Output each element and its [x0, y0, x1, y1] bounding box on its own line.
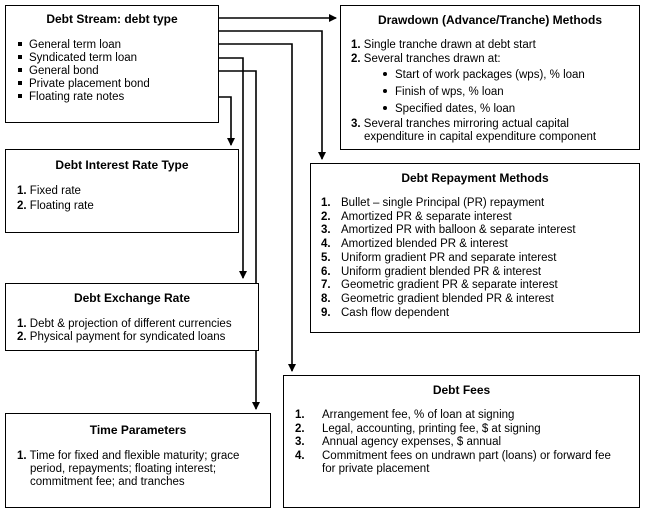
list-item: General term loan — [18, 39, 150, 52]
bullet-icon — [383, 105, 387, 110]
time-params-list: 1. Time for fixed and flexible maturity;… — [17, 450, 239, 489]
list-item: 2.Legal, accounting, printing fee, $ at … — [295, 422, 541, 435]
exchange-rate-title: Debt Exchange Rate — [73, 291, 191, 305]
list-item-continuation: period, repayments; floating interest; — [30, 463, 217, 475]
list-item: 1. Time for fixed and flexible maturity;… — [17, 450, 240, 462]
arrow-to-fees — [219, 43, 296, 372]
list-item: Private placement bond — [18, 78, 150, 91]
list-item-continuation: expenditure in capital expenditure compo… — [364, 131, 597, 143]
list-item-continuation: for private placement — [322, 463, 430, 475]
sub-list-item: Specified dates, % loan — [351, 101, 596, 118]
arrow-to-time-params — [219, 70, 260, 410]
list-item: 5.Uniform gradient PR and separate inter… — [321, 251, 557, 264]
list-item: 4.Commitment fees on undrawn part (loans… — [295, 449, 611, 462]
debt-type-list: General term loan Syndicated term loan G… — [18, 39, 150, 104]
list-item: 4.Amortized blended PR & interest — [321, 238, 508, 251]
bullet-icon — [383, 71, 387, 76]
list-item: 3.Amortized PR with balloon & separate i… — [321, 224, 576, 237]
list-item: 1. Single tranche drawn at debt start — [351, 39, 536, 51]
fees-list: 1.Arrangement fee, % of loan at signing … — [295, 409, 611, 477]
repayment-title: Debt Repayment Methods — [401, 171, 549, 185]
arrow-to-repayment — [219, 30, 326, 160]
list-item: 8.Geometric gradient blended PR & intere… — [321, 292, 554, 305]
list-item: 2. Several tranches drawn at: — [351, 53, 501, 65]
sub-list-item: Finish of wps, % loan — [351, 84, 596, 101]
bullet-icon — [18, 80, 22, 85]
arrow-to-exchange-rate — [219, 57, 247, 279]
list-item: 7.Geometric gradient PR & separate inter… — [321, 279, 558, 292]
bullet-icon — [18, 54, 22, 59]
bullet-icon — [383, 88, 387, 93]
list-item: 1. Fixed rate — [17, 185, 81, 197]
fees-title: Debt Fees — [432, 383, 491, 397]
drawdown-box: Drawdown (Advance/Tranche) Methods 1. Si… — [340, 5, 640, 150]
list-item: 2. Floating rate — [17, 200, 94, 212]
list-item: 3. Several tranches mirroring actual cap… — [351, 118, 569, 130]
list-item: 1. Debt & projection of different curren… — [17, 318, 232, 330]
list-item: 3.Annual agency expenses, $ annual — [295, 436, 502, 448]
fees-box: Debt Fees 1.Arrangement fee, % of loan a… — [283, 375, 640, 508]
debt-stream-box: Debt Stream: debt type General term loan… — [5, 5, 219, 123]
repayment-box: Debt Repayment Methods 1.Bullet – single… — [310, 163, 640, 333]
list-item: 6.Uniform gradient blended PR & interest — [321, 265, 542, 278]
interest-rate-box: Debt Interest Rate Type 1. Fixed rate 2.… — [5, 149, 239, 233]
list-item: 1.Bullet – single Principal (PR) repayme… — [321, 197, 545, 209]
list-item: Syndicated term loan — [18, 52, 150, 65]
list-item: 2.Amortized PR & separate interest — [321, 210, 512, 223]
list-item-continuation: commitment fee; and tranches — [30, 476, 185, 488]
arrow-to-interest-rate — [219, 96, 235, 146]
list-item: 1.Arrangement fee, % of loan at signing — [295, 409, 515, 421]
exchange-rate-box: Debt Exchange Rate 1. Debt & projection … — [5, 283, 259, 351]
interest-rate-list: 1. Fixed rate 2. Floating rate — [17, 184, 94, 214]
list-item: General bond — [18, 65, 150, 78]
interest-rate-title: Debt Interest Rate Type — [55, 158, 189, 172]
time-params-box: Time Parameters 1. Time for fixed and fl… — [5, 413, 271, 508]
list-item: 9.Cash flow dependent — [321, 306, 450, 319]
repayment-list: 1.Bullet – single Principal (PR) repayme… — [321, 197, 576, 320]
drawdown-list: 1. Single tranche drawn at debt start 2.… — [351, 39, 596, 144]
bullet-icon — [18, 41, 22, 46]
time-params-title: Time Parameters — [89, 423, 187, 437]
drawdown-title: Drawdown (Advance/Tranche) Methods — [377, 13, 603, 27]
list-item: 2. Physical payment for syndicated loans — [17, 331, 226, 343]
exchange-rate-list: 1. Debt & projection of different curren… — [17, 318, 232, 344]
debt-stream-title: Debt Stream: debt type — [46, 12, 178, 26]
bullet-icon — [18, 67, 22, 72]
list-item: Floating rate notes — [18, 91, 150, 104]
bullet-icon — [18, 93, 22, 98]
sub-list-item: Start of work packages (wps), % loan — [351, 67, 596, 84]
